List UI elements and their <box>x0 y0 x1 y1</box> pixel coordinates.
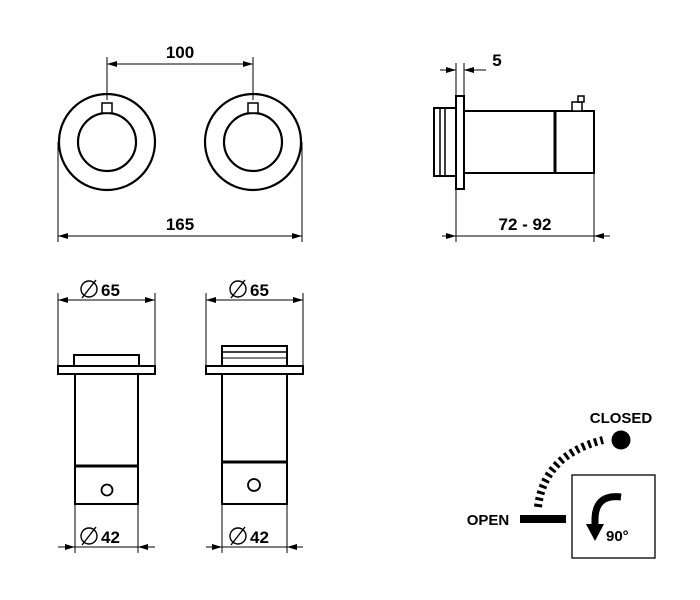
rotation-box <box>571 474 656 559</box>
diameter-icon <box>80 280 98 298</box>
svg-text:42: 42 <box>101 528 120 547</box>
diameter-icon <box>229 280 247 298</box>
open-label: OPEN <box>467 512 510 529</box>
rotation-path <box>534 436 605 508</box>
dim-body-diameter-left <box>58 504 155 553</box>
dim-plate-diameter-right-label: 65 <box>229 279 269 300</box>
dim-body-diameter-left-label: 42 <box>80 526 120 547</box>
diameter-icon <box>229 527 247 545</box>
diameter-icon <box>80 527 98 545</box>
bottom-left-view <box>57 293 156 553</box>
dim-body-diameter-right-label: 42 <box>229 526 269 547</box>
svg-text:65: 65 <box>250 281 269 300</box>
dim-plate-thickness-label: 5 <box>492 51 501 70</box>
dim-overall-width-label: 165 <box>166 215 194 234</box>
rotate-arrow-icon <box>586 493 622 541</box>
svg-text:42: 42 <box>250 528 269 547</box>
bottom-right-view <box>205 293 304 553</box>
right-knob <box>203 92 303 192</box>
dim-knob-spacing-label: 100 <box>166 43 194 62</box>
dim-depth-range <box>442 173 610 242</box>
svg-text:65: 65 <box>101 281 120 300</box>
rotation-label: 90° <box>606 528 629 545</box>
dim-overall-width <box>57 142 303 242</box>
dim-plate-diameter-left <box>57 293 156 366</box>
dim-plate-diameter-right <box>205 293 304 366</box>
dim-body-diameter-right <box>206 504 303 553</box>
open-bar-icon <box>520 515 566 523</box>
dim-depth-range-label: 72 - 92 <box>499 215 552 234</box>
dim-plate-thickness <box>440 63 486 96</box>
left-knob <box>57 92 157 192</box>
side-view <box>433 63 610 242</box>
operation-diagram: CLOSED OPEN 90° <box>467 410 656 559</box>
dim-knob-spacing <box>106 57 254 100</box>
dim-plate-diameter-left-label: 65 <box>80 279 120 300</box>
closed-dot-icon <box>611 430 631 450</box>
closed-label: CLOSED <box>590 410 653 427</box>
front-view <box>57 57 303 242</box>
